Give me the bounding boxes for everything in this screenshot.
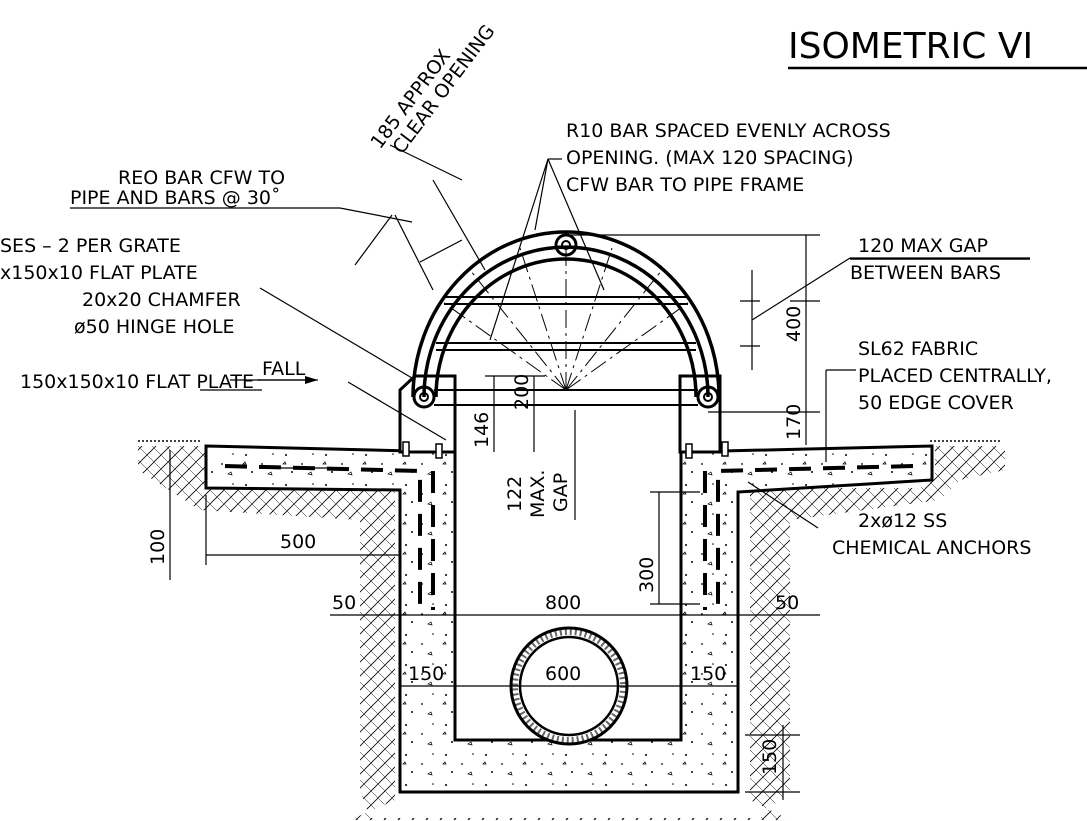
hinges-text-1: SES – 2 PER GRATE xyxy=(0,235,181,257)
gap-text-2: MAX. xyxy=(527,470,549,518)
soil-hatching xyxy=(138,440,1005,820)
dim-146: 146 xyxy=(471,412,493,448)
max-gap-text-1: 120 MAX GAP xyxy=(858,235,988,257)
max-gap-text-2: BETWEEN BARS xyxy=(850,262,1001,284)
dim-150-left: 150 xyxy=(408,663,444,685)
reo-bar-text-2: PIPE AND BARS @ 30˚ xyxy=(70,187,281,209)
arched-grate xyxy=(411,230,721,406)
flat-plate-text: 150x150x10 FLAT PLATE xyxy=(20,371,254,393)
fall-arrow xyxy=(258,376,318,384)
dim-600: 600 xyxy=(545,663,581,685)
dim-150-right: 150 xyxy=(690,663,726,685)
fabric-text-1: SL62 FABRIC xyxy=(858,338,978,360)
r10-bar-text-1: R10 BAR SPACED EVENLY ACROSS xyxy=(566,120,891,142)
dim-300: 300 xyxy=(636,557,658,593)
reo-bar-text-1: REO BAR CFW TO xyxy=(118,167,285,189)
dim-400: 400 xyxy=(783,306,805,342)
dim-50-left: 50 xyxy=(332,592,356,614)
fabric-text-3: 50 EDGE COVER xyxy=(858,392,1014,414)
hinges-text-2: x150x10 FLAT PLATE xyxy=(0,262,198,284)
dim-100: 100 xyxy=(147,529,169,565)
fall-text: FALL xyxy=(262,358,306,380)
dim-50-right: 50 xyxy=(775,592,799,614)
dim-200: 200 xyxy=(511,374,533,410)
r10-bar-text-3: CFW BAR TO PIPE FRAME xyxy=(566,174,804,196)
concrete-pit xyxy=(204,444,934,794)
dim-500: 500 xyxy=(280,531,316,553)
hinge-plates xyxy=(398,233,729,459)
drawing-title: ISOMETRIC VI xyxy=(788,26,1033,67)
hinges-text-3: 20x20 CHAMFER xyxy=(82,289,241,311)
leader-lines xyxy=(70,158,1030,529)
dimension-lines xyxy=(169,144,820,800)
dim-800: 800 xyxy=(545,592,581,614)
r10-bar-text-2: OPENING. (MAX 120 SPACING) xyxy=(566,147,854,169)
anchors-text-1: 2xø12 SS xyxy=(858,510,947,532)
gap-text-3: GAP xyxy=(550,473,572,512)
hinges-text-4: ø50 HINGE HOLE xyxy=(74,316,235,338)
fabric-text-2: PLACED CENTRALLY, xyxy=(858,365,1052,387)
dim-170: 170 xyxy=(783,404,805,440)
gap-text-1: 122 xyxy=(504,476,526,512)
reinforcement-mesh xyxy=(224,464,914,610)
anchors-text-2: CHEMICAL ANCHORS xyxy=(832,537,1031,559)
dim-150-base: 150 xyxy=(759,739,781,775)
